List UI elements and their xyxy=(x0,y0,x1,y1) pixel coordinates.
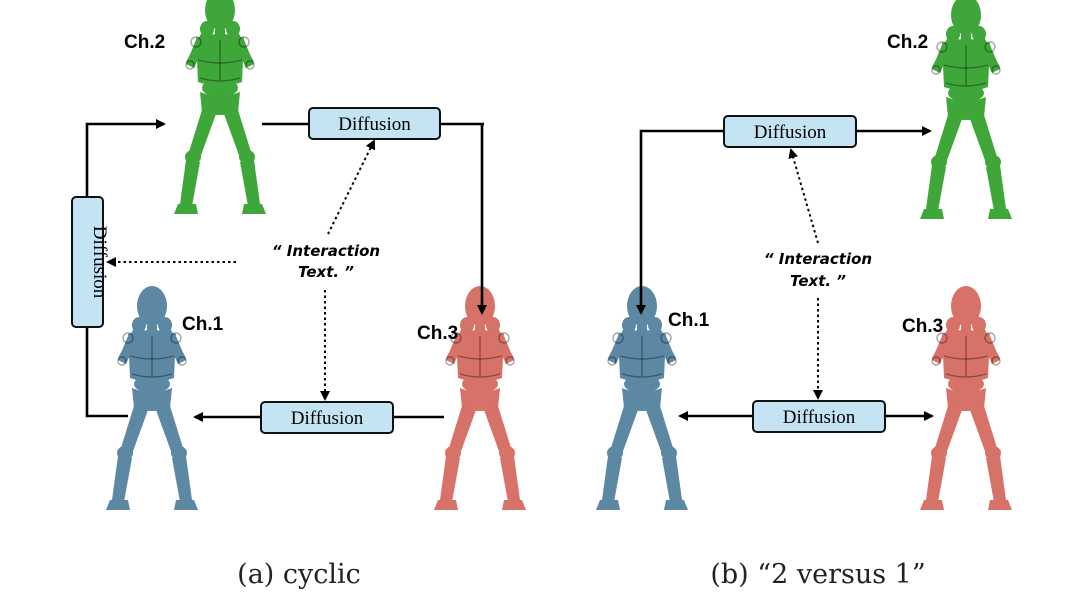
interaction-text-line1-b: “ Interaction xyxy=(764,250,872,268)
interaction-text-line1-a: “ Interaction xyxy=(272,242,380,260)
ch3-label-b: Ch.3 xyxy=(902,316,943,337)
diffusion-label-bottom-b: Diffusion xyxy=(783,407,856,428)
panel-a: Ch.2 Ch.1 Ch.3 Diffusion Diffusion xyxy=(71,0,526,590)
ch2-label-b: Ch.2 xyxy=(887,32,928,53)
dotted-arrow-to-top-diffusion-b xyxy=(788,148,819,244)
caption-b: (b) “2 versus 1” xyxy=(710,559,925,590)
diffusion-label-left-a: Diffusion xyxy=(89,226,110,299)
dotted-arrow-to-top-diffusion-a xyxy=(327,139,375,235)
diffusion-box-left-a: Diffusion xyxy=(71,196,110,328)
edge-ch1-diffusion-left-a xyxy=(85,327,128,418)
diffusion-box-top-b: Diffusion xyxy=(723,115,857,148)
ch3-figure-a xyxy=(434,286,526,510)
ch1-label-a: Ch.1 xyxy=(182,314,224,335)
interaction-text-line2-a: Text. ” xyxy=(298,263,354,281)
diffusion-label-bottom-a: Diffusion xyxy=(291,408,364,429)
ch2-figure-b xyxy=(920,0,1012,219)
ch2-label-a: Ch.2 xyxy=(124,32,165,53)
panel-b: Ch.2 Ch.1 Ch.3 Diffusion Diffusion “ Int… xyxy=(596,0,1012,590)
ch1-label-b: Ch.1 xyxy=(668,310,710,331)
caption-a: (a) cyclic xyxy=(237,559,361,590)
diffusion-box-bottom-a: Diffusion xyxy=(260,401,394,434)
ch3-label-a: Ch.3 xyxy=(417,323,458,344)
arrow-to-ch2-a xyxy=(85,119,166,197)
diffusion-box-top-a: Diffusion xyxy=(308,107,441,140)
diffusion-label-top-b: Diffusion xyxy=(754,122,827,143)
ch2-figure-a xyxy=(174,0,266,214)
diffusion-label-top-a: Diffusion xyxy=(338,114,411,135)
interaction-text-line2-b: Text. ” xyxy=(790,272,846,290)
diffusion-box-bottom-b: Diffusion xyxy=(752,400,886,433)
arrow-to-ch1-b xyxy=(636,129,724,315)
